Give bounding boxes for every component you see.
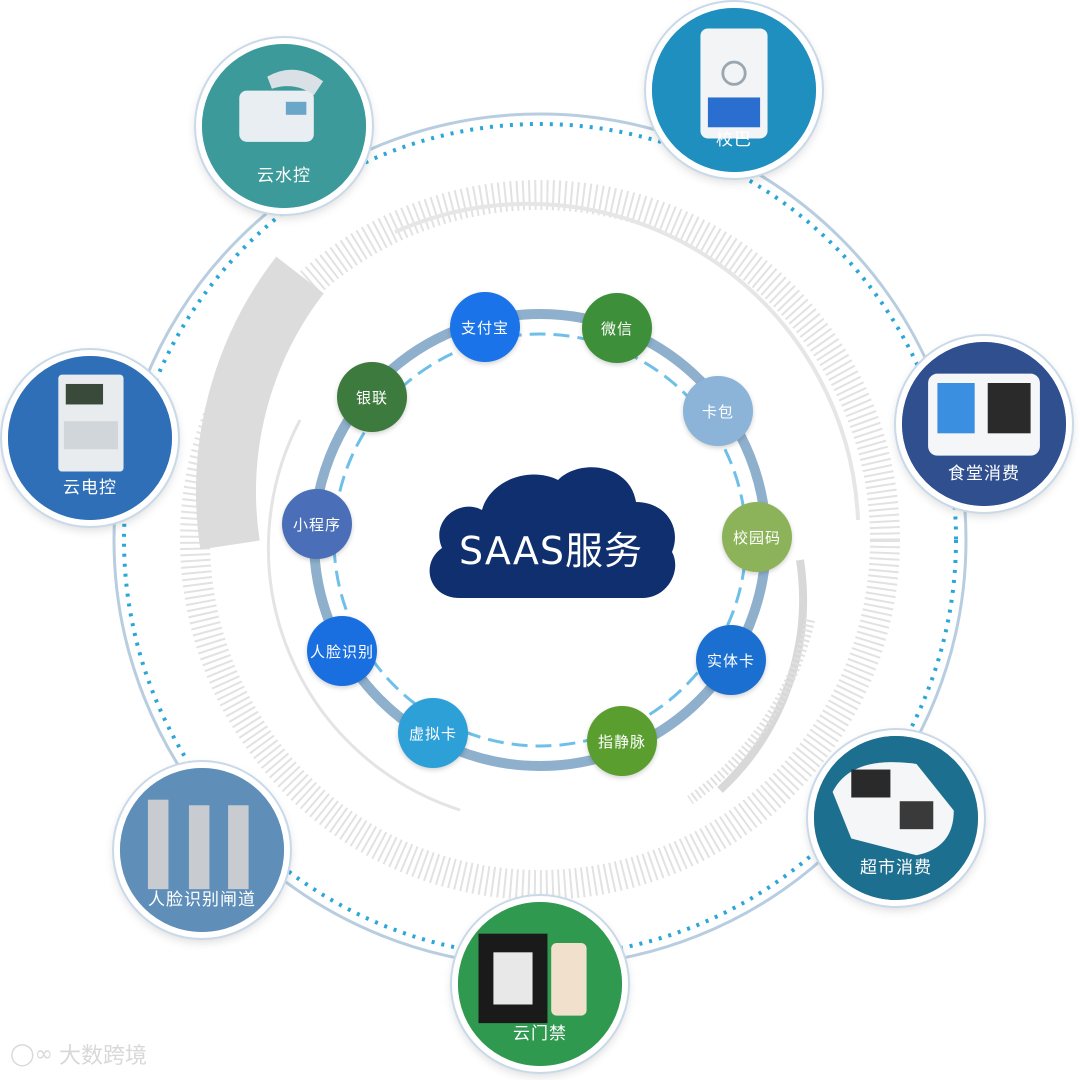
service-wechat[interactable]: 微信 xyxy=(582,293,652,363)
device-label: 云门禁 xyxy=(458,1019,622,1044)
watermark-text: 大数跨境 xyxy=(59,1038,147,1070)
service-virtual-card[interactable]: 虚拟卡 xyxy=(398,698,468,768)
service-card-wallet[interactable]: 卡包 xyxy=(683,376,753,446)
device-label: 人脸识别闸道 xyxy=(120,885,284,910)
device-label: 校巴 xyxy=(652,125,816,150)
device-face-gate[interactable]: 人脸识别闸道 xyxy=(114,762,290,938)
service-unionpay[interactable]: 银联 xyxy=(337,362,407,432)
center-service-label: SAAS服务 xyxy=(420,520,682,575)
service-face-recognition[interactable]: 人脸识别 xyxy=(307,616,377,686)
service-alipay[interactable]: 支付宝 xyxy=(450,292,520,362)
device-label: 云水控 xyxy=(202,161,366,186)
brand-logo-icon: ◯∞ xyxy=(10,1042,53,1067)
device-water-control[interactable]: 云水控 xyxy=(196,38,372,214)
service-finger-vein[interactable]: 指静脉 xyxy=(587,706,657,776)
service-physical-card[interactable]: 实体卡 xyxy=(696,625,766,695)
device-label: 云电控 xyxy=(8,473,172,498)
watermark: ◯∞ 大数跨境 xyxy=(10,1038,147,1070)
service-campus-code[interactable]: 校园码 xyxy=(722,502,792,572)
device-label: 食堂消费 xyxy=(902,459,1066,484)
device-electric-control[interactable]: 云电控 xyxy=(2,350,178,526)
device-supermarket-pos[interactable]: 超市消费 xyxy=(808,730,984,906)
device-access-control[interactable]: 云门禁 xyxy=(452,896,628,1072)
device-canteen-pos[interactable]: 食堂消费 xyxy=(896,336,1072,512)
device-school-bus[interactable]: 校巴 xyxy=(646,2,822,178)
device-label: 超市消费 xyxy=(814,853,978,878)
service-mini-program[interactable]: 小程序 xyxy=(282,489,352,559)
